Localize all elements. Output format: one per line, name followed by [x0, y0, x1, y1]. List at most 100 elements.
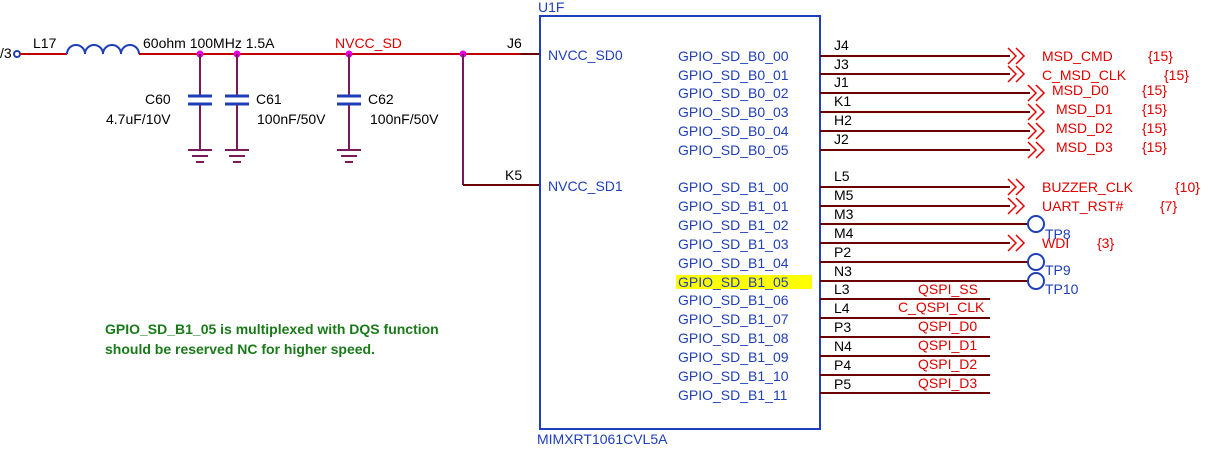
pin-number: J4 — [834, 37, 849, 53]
c61-ref: C61 — [256, 91, 282, 107]
page-ref: {15} — [1142, 101, 1167, 117]
pin-number: P2 — [834, 244, 851, 260]
pin-number: H2 — [834, 112, 852, 128]
testpoint-label: TP9 — [1045, 262, 1071, 278]
pin-name: GPIO_SD_B1_04 — [678, 255, 789, 271]
net-label-wdi: WDI — [1042, 235, 1069, 251]
pin-name-nvcc-sd0: NVCC_SD0 — [548, 47, 623, 63]
pin-number: N4 — [834, 338, 852, 354]
pin-name: GPIO_SD_B1_00 — [678, 179, 789, 195]
offpage-connector-icon — [1007, 178, 1026, 196]
pin-name: GPIO_SD_B1_09 — [678, 349, 789, 365]
power-input-port — [13, 50, 21, 58]
net-label-c-qspi-clk: C_QSPI_CLK — [898, 299, 985, 315]
pin-name: GPIO_SD_B0_02 — [678, 85, 789, 101]
pin-name: GPIO_SD_B1_02 — [678, 217, 789, 233]
page-ref: {7} — [1160, 198, 1177, 214]
pin-name: GPIO_SD_B1_06 — [678, 292, 789, 308]
pin-number: P5 — [834, 376, 851, 392]
inductor-value: 60ohm 100MHz 1.5A — [143, 35, 275, 51]
offpage-connector-icon — [1027, 122, 1046, 140]
pin-number: M4 — [834, 225, 854, 241]
testpoint-tp10 — [1027, 272, 1045, 290]
pin-number: J2 — [834, 131, 849, 147]
pin-number-j6: J6 — [507, 35, 522, 51]
offpage-connector-icon — [1007, 65, 1026, 83]
net-label-msd-d1: MSD_D1 — [1056, 101, 1113, 117]
net-label-qspi-d2: QSPI_D2 — [918, 356, 977, 372]
pin-name: GPIO_SD_B1_08 — [678, 330, 789, 346]
offpage-connector-icon — [1007, 47, 1026, 65]
net-label-qspi-d1: QSPI_D1 — [918, 337, 977, 353]
net-label-c-msd-clk: C_MSD_CLK — [1042, 67, 1127, 83]
design-note-line1: GPIO_SD_B1_05 is multiplexed with DQS fu… — [105, 321, 439, 337]
offpage-connector-icon — [1027, 84, 1046, 102]
c60-value: 4.7uF/10V — [106, 111, 171, 127]
pin-name: GPIO_SD_B1_01 — [678, 198, 789, 214]
page-ref: {15} — [1142, 120, 1167, 136]
net-label-qspi-d3: QSPI_D3 — [918, 375, 977, 391]
pin-name: GPIO_SD_B0_01 — [678, 67, 789, 83]
pin-number: J1 — [834, 74, 849, 90]
pin-number: L5 — [834, 168, 850, 184]
pin-number: P4 — [834, 357, 851, 373]
testpoint-tp9 — [1027, 253, 1045, 271]
net-label-qspi-d0: QSPI_D0 — [918, 318, 977, 334]
highlight-gpio-sd-b1-05 — [676, 275, 812, 289]
pin-name: GPIO_SD_B1_03 — [678, 236, 789, 252]
design-note-line2: should be reserved NC for higher speed. — [105, 341, 375, 357]
page-ref: {15} — [1142, 139, 1167, 155]
page-ref: {15} — [1142, 82, 1167, 98]
page-ref: {3} — [1097, 235, 1114, 251]
c60-ref: C60 — [145, 91, 171, 107]
pin-name: GPIO_SD_B1_07 — [678, 311, 789, 327]
page-ref: {10} — [1175, 179, 1200, 195]
net-label-msd-d2: MSD_D2 — [1056, 120, 1113, 136]
pin-name-nvcc-sd1: NVCC_SD1 — [548, 178, 623, 194]
pin-name: GPIO_SD_B0_05 — [678, 142, 789, 158]
chip-part-number: MIMXRT1061CVL5A — [537, 431, 668, 447]
net-label-msd-d0: MSD_D0 — [1052, 82, 1109, 98]
pin-number: L3 — [834, 281, 850, 297]
pin-name: GPIO_SD_B0_03 — [678, 104, 789, 120]
net-label-nvcc-sd: NVCC_SD — [335, 35, 402, 51]
offpage-connector-icon — [1027, 141, 1046, 159]
testpoint-label: TP8 — [1045, 226, 1071, 242]
pin-number: N3 — [834, 263, 852, 279]
c62-ref: C62 — [368, 91, 394, 107]
offpage-connector-icon — [1007, 234, 1026, 252]
pin-name: GPIO_SD_B1_10 — [678, 368, 789, 384]
pin-number: P3 — [834, 319, 851, 335]
c62-value: 100nF/50V — [370, 111, 439, 127]
chip-ref: U1F — [538, 0, 564, 15]
pin-number: K1 — [834, 93, 851, 109]
pin-name: GPIO_SD_B1_05 — [678, 274, 789, 290]
pin-number: L4 — [834, 300, 850, 316]
ground-icon — [337, 149, 361, 163]
pin-number: M3 — [834, 206, 854, 222]
pin-name: GPIO_SD_B0_00 — [678, 48, 789, 64]
page-ref: {15} — [1164, 67, 1189, 83]
inductor-symbol — [66, 44, 140, 55]
pin-name: GPIO_SD_B0_04 — [678, 123, 789, 139]
pin-number-k5: K5 — [505, 167, 522, 183]
net-fragment-label: /3 — [0, 45, 12, 61]
chip-body — [539, 15, 821, 430]
c61-value: 100nF/50V — [257, 111, 326, 127]
net-label-msd-d3: MSD_D3 — [1056, 139, 1113, 155]
ground-icon — [188, 149, 212, 163]
testpoint-tp8 — [1027, 215, 1045, 233]
inductor-ref: L17 — [33, 35, 57, 51]
ground-icon — [225, 149, 249, 163]
net-label-uart-rst: UART_RST# — [1042, 198, 1124, 214]
net-label-qspi-ss: QSPI_SS — [918, 281, 978, 297]
offpage-connector-icon — [1007, 197, 1026, 215]
testpoint-label: TP10 — [1045, 281, 1079, 297]
net-label-msd-cmd: MSD_CMD — [1042, 48, 1113, 64]
pin-number: J3 — [834, 56, 849, 72]
pin-number: M5 — [834, 187, 854, 203]
offpage-connector-icon — [1027, 103, 1046, 121]
page-ref: {15} — [1148, 48, 1173, 64]
pin-name: GPIO_SD_B1_11 — [678, 387, 788, 403]
